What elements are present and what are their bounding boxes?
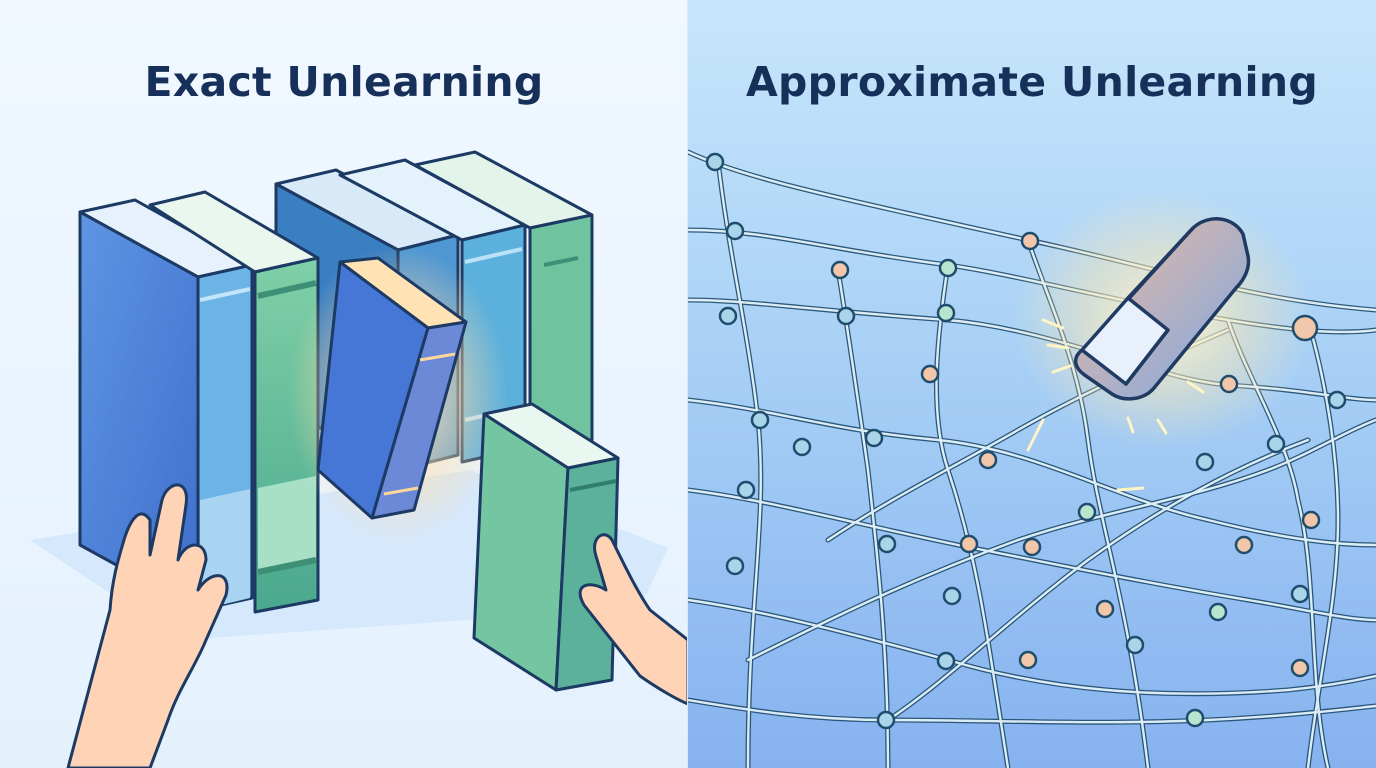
neural-network-icon <box>688 149 1376 768</box>
hand-right <box>578 533 688 706</box>
network-strands <box>688 149 1376 768</box>
book-pulled-out-green <box>472 402 620 692</box>
book-back-green <box>413 150 594 454</box>
eraser-icon <box>1073 217 1251 401</box>
bookshelf-illustration <box>30 150 688 768</box>
exact-unlearning-title: Exact Unlearning <box>144 58 544 106</box>
hand-icon <box>66 483 229 768</box>
exact-unlearning-panel: Exact Unlearning <box>0 0 688 768</box>
approximate-unlearning-panel: Approximate Unlearning <box>688 0 1376 768</box>
approximate-unlearning-title: Approximate Unlearning <box>746 58 1318 106</box>
network-nodes <box>705 152 1347 730</box>
book-removed-highlighted <box>316 256 468 520</box>
spark-lines <box>1026 318 1205 492</box>
